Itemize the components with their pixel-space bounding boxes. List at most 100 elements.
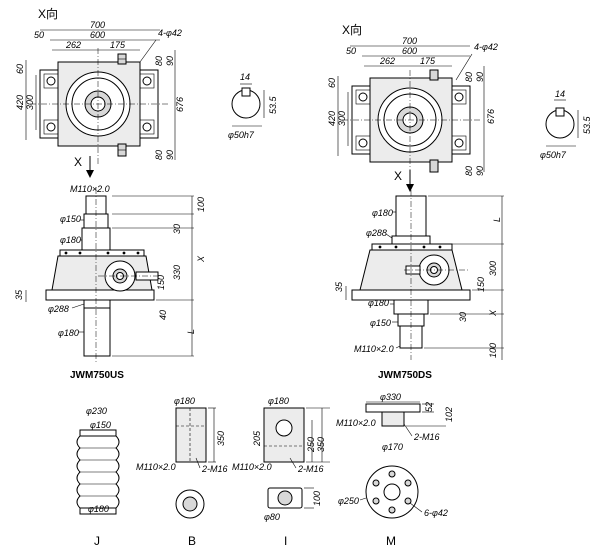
detail-b-dim-350: 350 [216, 431, 226, 446]
elev-ds-dim-300: 300 [488, 261, 498, 276]
detail-i-dim-350: 350 [316, 437, 326, 452]
elev-us-dim-330: 330 [172, 265, 182, 280]
plan-us-dim-90a: 90 [165, 56, 175, 66]
detail-i-d180: φ180 [268, 396, 289, 406]
detail-m-dim-52: 52 [424, 402, 434, 412]
detail-m-flange [365, 403, 421, 413]
detail-b-d180: φ180 [174, 396, 195, 406]
plan-ds-dim-175: 175 [420, 56, 436, 66]
detail-i: φ180 205 250 350 M110×2.0 2-M16 100 φ80 … [232, 396, 330, 548]
elev-us-dim-30: 30 [172, 224, 182, 234]
plan-view-ds: X向 700 600 50 262 175 4-φ42 420 300 60 6… [327, 22, 498, 176]
detail-b-caption: B [188, 534, 196, 548]
elev-ds-d288: φ288 [366, 228, 387, 238]
plan-ds-dim-90b: 90 [475, 166, 485, 176]
elev-ds-dim-35: 35 [334, 281, 344, 292]
shaft-us-key: 14 [240, 72, 250, 82]
detail-m-holes2: 6-φ42 [424, 508, 448, 518]
elev-ds-thread: M110×2.0 [354, 344, 394, 354]
elev-us-dim-40: 40 [158, 310, 168, 320]
plan-ds-dim-676: 676 [486, 109, 496, 124]
plan-us-dim-300: 300 [25, 95, 35, 110]
detail-j-d150: φ150 [90, 420, 111, 430]
elev-us-dim-100: 100 [196, 197, 206, 212]
detail-j-caption: J [94, 534, 100, 548]
plan-ds-dim-700: 700 [402, 36, 417, 46]
plan-us-dim-80a: 80 [154, 56, 164, 66]
plan-us-dim-420: 420 [15, 95, 25, 110]
view-arrow-us: X [74, 155, 94, 178]
elev-us-dim-150: 150 [156, 275, 166, 290]
detail-b-body [175, 407, 207, 463]
elev-ds-dim-150: 150 [476, 277, 486, 292]
detail-i-dim-205: 205 [252, 430, 262, 447]
elev-us-d180bot: φ180 [58, 328, 79, 338]
elev-us-d288: φ288 [48, 304, 69, 314]
plan-ds-dim-90a: 90 [475, 72, 485, 82]
detail-i-caption: I [284, 534, 287, 548]
plan-us-dim-700: 700 [90, 20, 105, 30]
shaft-us-dia: φ50h7 [228, 130, 255, 140]
elev-us-dim-35: 35 [14, 289, 24, 300]
detail-i-dim-250: 250 [306, 437, 316, 453]
detail-i-holes: 2-M16 [297, 464, 324, 474]
plan-ds-dim-300: 300 [337, 111, 347, 126]
plan-us-holes: 4-φ42 [158, 28, 182, 38]
shaft-ds-dia: φ50h7 [540, 150, 567, 160]
detail-m-holes: 2-M16 [413, 432, 440, 442]
shaft-ds-key: 14 [555, 89, 565, 99]
detail-m-caption: M [386, 534, 396, 548]
elev-ds-caption: JWM750DS [378, 370, 432, 381]
plan-ds-dim-420: 420 [327, 111, 337, 126]
detail-m-d250: φ250 [338, 496, 359, 506]
elev-ds-dim-x: X [488, 309, 498, 317]
detail-m-d330: φ330 [380, 392, 401, 402]
detail-i-thread: M110×2.0 [232, 462, 272, 472]
detail-j-d180: φ180 [88, 504, 109, 514]
elev-ds-d150: φ150 [370, 318, 391, 328]
shaft-us-depth: 53.5 [268, 95, 278, 114]
plan-ds-holes: 4-φ42 [474, 42, 498, 52]
plan-us-dim-60: 60 [15, 64, 25, 74]
elev-ds-dim-100: 100 [488, 343, 498, 358]
elev-us-d180top: φ180 [60, 235, 81, 245]
detail-b-holes: 2-M16 [201, 464, 228, 474]
arrow-ds-label: X [394, 169, 402, 183]
plan-ds-dim-600: 600 [402, 46, 417, 56]
detail-j-d230: φ230 [86, 406, 107, 416]
view-arrow-ds: X [394, 169, 414, 192]
elevation-us: M110×2.0 φ150 φ180 φ288 φ180 100 30 X 33… [14, 184, 206, 381]
plan-us-view-label: X向 [38, 6, 58, 21]
arrow-us-label: X [74, 155, 82, 169]
plan-us-dim-676: 676 [175, 97, 185, 112]
shaft-section-ds: 14 53.5 φ50h7 [540, 89, 592, 160]
detail-m-dim-102: 102 [444, 407, 454, 422]
plan-ds-dim-60: 60 [327, 78, 337, 88]
elev-us-dim-x: X [196, 255, 206, 263]
plan-us-dim-600: 600 [90, 30, 105, 40]
elev-ds-dim-l: L [492, 217, 502, 222]
elevation-ds: φ180 φ288 φ180 φ150 M110×2.0 L 300 35 [334, 190, 504, 381]
plan-us-dim-90b: 90 [165, 150, 175, 160]
detail-m-thread: M110×2.0 [336, 418, 376, 428]
elev-us-dim-l: L [186, 329, 196, 334]
elev-ds-d180top: φ180 [372, 208, 393, 218]
detail-i-d80: φ80 [264, 512, 280, 522]
elev-us-caption: JWM750US [70, 370, 124, 381]
detail-b-thread: M110×2.0 [136, 462, 176, 472]
detail-m-d170: φ170 [382, 442, 403, 452]
detail-b: φ180 350 M110×2.0 2-M16 B [136, 396, 228, 548]
plan-ds-view-label: X向 [342, 22, 362, 37]
elev-ds-d180mid: φ180 [368, 298, 389, 308]
shaft-ds-depth: 53.5 [582, 115, 592, 134]
detail-i-dim-100: 100 [312, 491, 322, 506]
plan-us-dim-80b: 80 [154, 150, 164, 160]
plan-us-dim-175: 175 [110, 40, 126, 50]
detail-m: φ330 52 102 M110×2.0 2-M16 φ170 φ250 6-φ… [336, 392, 454, 548]
detail-j: φ230 φ150 φ180 J [76, 406, 120, 548]
plan-us-dim-262: 262 [65, 40, 81, 50]
shaft-section-us: 14 53.5 φ50h7 [228, 72, 278, 140]
plan-ds-dim-80a: 80 [464, 72, 474, 82]
plan-ds-dim-50: 50 [346, 46, 356, 56]
